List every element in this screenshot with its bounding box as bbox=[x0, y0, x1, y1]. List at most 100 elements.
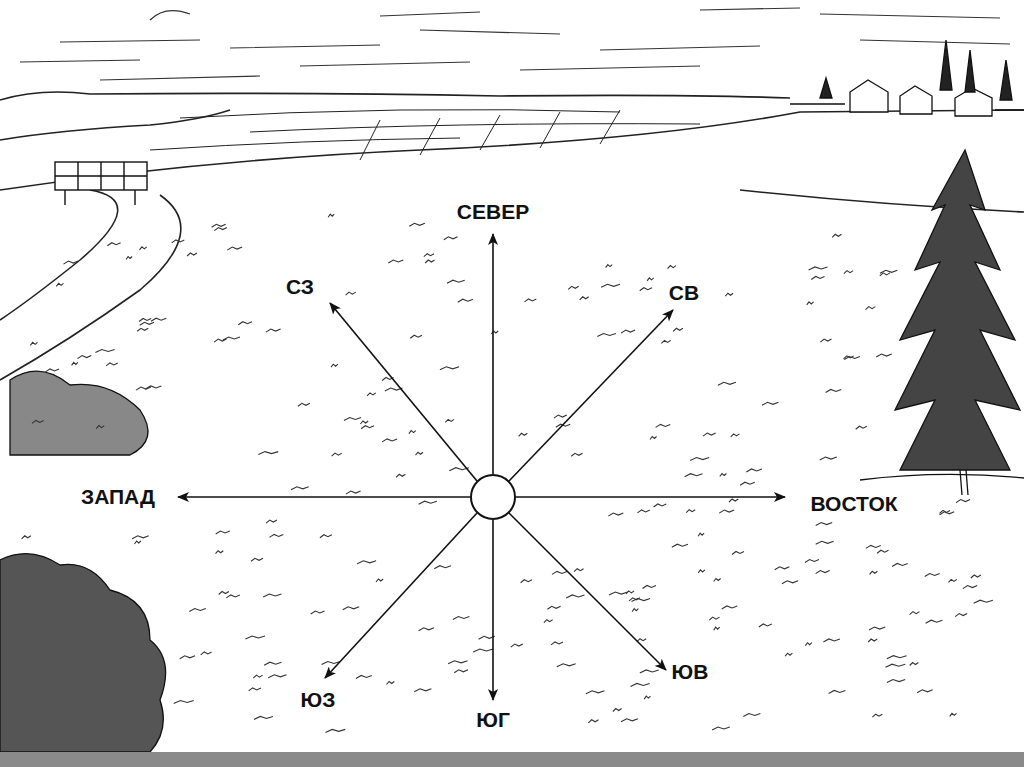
grass-stroke bbox=[892, 563, 908, 566]
bridge-body bbox=[55, 162, 147, 190]
grass-stroke bbox=[606, 265, 613, 268]
grass-stroke bbox=[298, 403, 310, 406]
grass-stroke bbox=[445, 419, 454, 422]
grass-stroke bbox=[826, 389, 842, 392]
grass-stroke bbox=[956, 500, 970, 503]
cloud-stroke bbox=[100, 8, 800, 80]
grass-stroke bbox=[227, 247, 242, 250]
direction-label: ЮЗ bbox=[297, 688, 340, 711]
grass-stroke bbox=[638, 510, 650, 513]
grass-stroke bbox=[238, 322, 252, 325]
grass-stroke bbox=[580, 297, 589, 300]
grass-stroke bbox=[424, 254, 434, 257]
grass-stroke bbox=[621, 330, 635, 333]
grass-stroke bbox=[180, 656, 195, 659]
direction-label: ЮВ bbox=[668, 660, 713, 683]
grass-stroke bbox=[654, 504, 667, 507]
grass-stroke bbox=[714, 627, 720, 630]
grass-stroke bbox=[866, 545, 881, 548]
grass-stroke bbox=[870, 571, 878, 574]
field-edge bbox=[0, 110, 1024, 190]
grass-stroke bbox=[454, 670, 468, 673]
grass-stroke bbox=[743, 714, 760, 717]
grass-stroke bbox=[759, 624, 772, 627]
grass-stroke bbox=[216, 551, 224, 554]
grass-stroke bbox=[718, 382, 736, 385]
grass-stroke bbox=[926, 620, 943, 623]
grass-stroke bbox=[673, 328, 683, 331]
grass-stroke bbox=[32, 420, 44, 423]
grass-stroke bbox=[96, 426, 104, 429]
house bbox=[900, 86, 932, 114]
house bbox=[850, 80, 888, 112]
grass-stroke bbox=[950, 713, 957, 716]
grass-stroke bbox=[955, 614, 967, 617]
grass-stroke bbox=[719, 510, 734, 513]
grass-stroke bbox=[219, 592, 229, 595]
grass-stroke bbox=[22, 536, 31, 539]
grass-stroke bbox=[661, 340, 670, 343]
grass-tufts bbox=[22, 214, 993, 732]
grass-stroke bbox=[346, 292, 356, 295]
grass-stroke bbox=[910, 612, 920, 615]
grass-stroke bbox=[971, 575, 981, 578]
grass-stroke bbox=[226, 595, 240, 598]
grass-stroke bbox=[571, 453, 582, 456]
grass-stroke bbox=[135, 541, 141, 544]
grass-stroke bbox=[521, 580, 532, 583]
grass-stroke bbox=[869, 627, 885, 630]
grass-stroke bbox=[725, 293, 733, 296]
fence bbox=[790, 104, 1024, 110]
grass-stroke bbox=[172, 240, 185, 243]
grass-stroke bbox=[643, 586, 657, 589]
grass-stroke bbox=[444, 237, 458, 240]
grass-stroke bbox=[409, 223, 425, 226]
grass-stroke bbox=[597, 334, 616, 337]
grass-stroke bbox=[720, 474, 727, 477]
grass-stroke bbox=[621, 719, 638, 722]
grass-stroke bbox=[709, 617, 719, 620]
grass-stroke bbox=[816, 523, 833, 526]
compass-arrow bbox=[178, 496, 470, 498]
big-tree bbox=[860, 150, 1024, 495]
grass-stroke bbox=[419, 628, 434, 631]
grass-stroke bbox=[139, 319, 151, 322]
grass-stroke bbox=[640, 670, 659, 673]
bridge-grid bbox=[55, 162, 147, 190]
grass-stroke bbox=[140, 322, 154, 325]
grass-stroke bbox=[698, 570, 705, 573]
grass-stroke bbox=[601, 284, 620, 287]
grass-stroke bbox=[775, 567, 790, 570]
tree-trunk bbox=[960, 470, 968, 495]
observer-point bbox=[471, 475, 515, 519]
grass-stroke bbox=[270, 534, 284, 537]
grass-stroke bbox=[268, 675, 286, 678]
grass-stroke bbox=[876, 354, 892, 357]
grass-stroke bbox=[132, 536, 149, 539]
grass-stroke bbox=[367, 393, 376, 396]
horizon-line bbox=[0, 92, 790, 100]
grass-stroke bbox=[328, 214, 334, 217]
grass-stroke bbox=[387, 682, 395, 685]
grass-stroke bbox=[382, 439, 397, 442]
grass-stroke bbox=[332, 453, 342, 456]
grass-stroke bbox=[264, 662, 281, 665]
grass-stroke bbox=[731, 434, 740, 437]
road bbox=[0, 110, 230, 380]
direction-label: СВ bbox=[665, 281, 703, 304]
grass-stroke bbox=[816, 541, 834, 544]
grass-stroke bbox=[214, 228, 227, 231]
grass-stroke bbox=[566, 595, 584, 598]
grass-stroke bbox=[872, 714, 882, 717]
grass-stroke bbox=[151, 318, 166, 321]
grass-stroke bbox=[823, 639, 840, 642]
bushes bbox=[0, 371, 166, 752]
grass-stroke bbox=[360, 421, 368, 424]
compass-rose bbox=[178, 234, 785, 700]
grass-stroke bbox=[746, 469, 762, 472]
grass-stroke bbox=[357, 561, 376, 564]
grass-stroke bbox=[686, 510, 695, 513]
field-furrow bbox=[150, 110, 700, 150]
grass-stroke bbox=[137, 328, 148, 331]
